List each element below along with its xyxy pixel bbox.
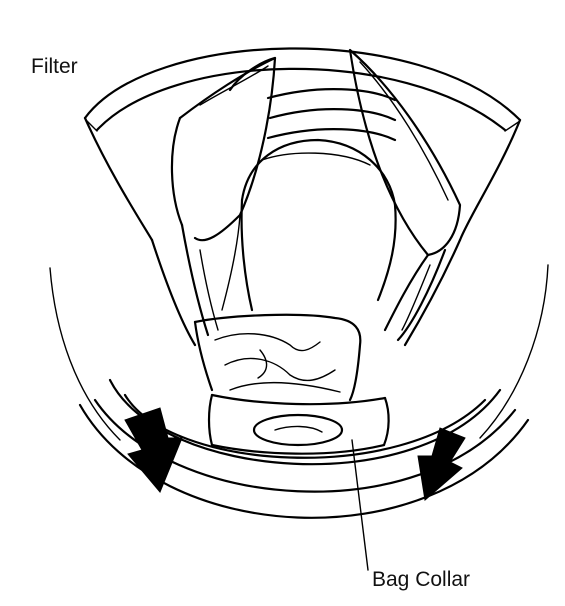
bag-collar — [207, 393, 390, 455]
filter-opening — [240, 138, 397, 312]
filter-left-flap — [170, 56, 277, 311]
filter-right-flap — [348, 48, 462, 332]
arrow-right-icon — [417, 427, 466, 501]
filter-body — [150, 223, 462, 347]
filter-label: Filter — [31, 55, 78, 78]
bag-collar-label: Bag Collar — [372, 568, 471, 591]
lower-housing — [49, 264, 549, 519]
housing-rings — [83, 47, 522, 242]
bag-collar-leader-line — [351, 439, 369, 571]
arrow-left-icon — [124, 407, 183, 493]
inner-rim — [266, 88, 397, 142]
filter-bottom-fold — [193, 313, 362, 402]
